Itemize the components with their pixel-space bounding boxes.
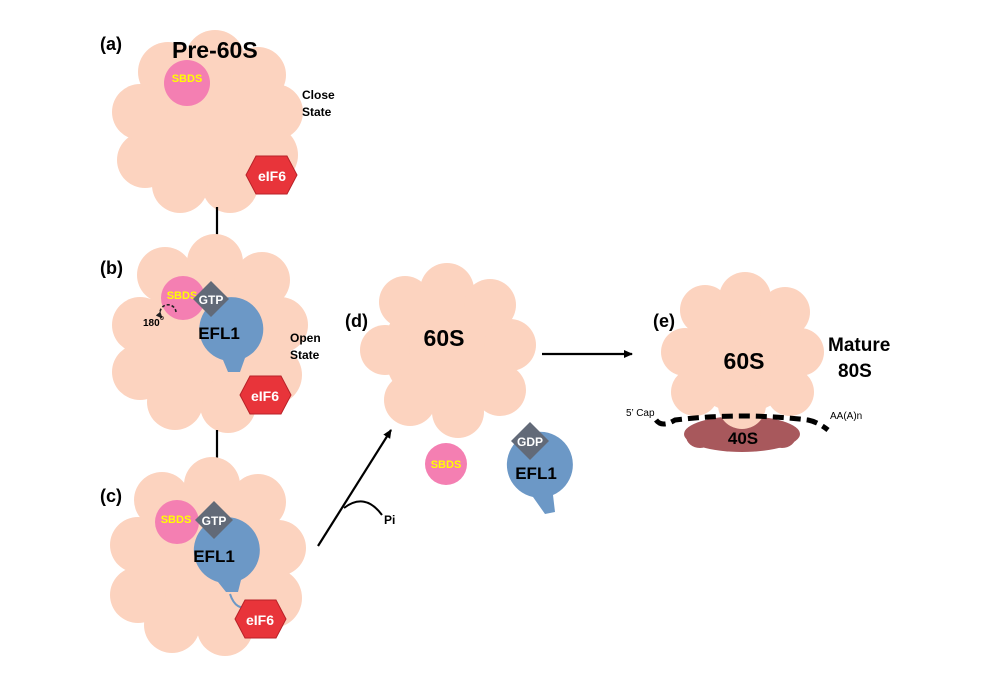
panel-a-letter: (a) [100, 34, 122, 54]
gtp-diamond [195, 501, 233, 539]
panel-b: (b) SBDS GTP EFL1 180 o eIF6 Open State [100, 234, 321, 433]
rotation-arrow-icon [155, 303, 177, 319]
state-label-line2: State [290, 348, 320, 362]
state-label-line1: Open [290, 331, 321, 345]
sbds-label: SBDS [161, 514, 192, 526]
efl1-shape [199, 297, 264, 372]
eif6-label: eIF6 [246, 612, 274, 628]
pi-release-curve [343, 500, 383, 516]
sbds-circle [161, 276, 205, 320]
mrna-dashed-line [654, 413, 830, 432]
sbds-circle [425, 443, 467, 485]
ribosome-blob [112, 30, 303, 213]
gtp-diamond [193, 281, 229, 317]
mature-label-line1: Mature [828, 335, 890, 356]
polya-label: AA(A)n [830, 411, 862, 422]
pi-label: Pi [384, 513, 395, 527]
efl1-label: EFL1 [198, 324, 240, 343]
degree-mark: o [160, 315, 164, 322]
eif6-label: eIF6 [251, 388, 279, 404]
eif6-hexagon [239, 375, 292, 415]
gtp-label: GTP [199, 293, 224, 307]
subunit-60s-label: 60S [424, 325, 465, 351]
release-arrow: Pi [317, 429, 395, 547]
large-subunit-label: 60S [724, 348, 765, 374]
sbds-label: SBDS [172, 73, 203, 85]
ribosome-blob [360, 263, 536, 438]
panel-d: (d) 60S SBDS GDP EFL1 [345, 263, 573, 514]
cap-label: 5’ Cap [626, 408, 655, 419]
state-label-line1: Close [302, 88, 335, 102]
small-subunit-label: 40S [728, 429, 758, 448]
panel-d-letter: (d) [345, 311, 368, 331]
eif6-hexagon [234, 599, 287, 639]
sbds-label: SBDS [431, 459, 462, 471]
efl1-label: EFL1 [193, 547, 235, 566]
panel-e-letter: (e) [653, 311, 675, 331]
panel-a: (a) Pre-60S SBDS eIF6 Close State [100, 30, 335, 213]
efl1-shape [193, 517, 260, 592]
panel-a-title: Pre-60S [172, 37, 258, 63]
rotation-label: 180 [143, 318, 160, 329]
mature-label-line2: 80S [838, 361, 872, 382]
panel-c: (c) SBDS GTP EFL1 eIF6 [100, 457, 306, 656]
sbds-label: SBDS [167, 290, 198, 302]
efl1-label: EFL1 [515, 464, 557, 483]
eif6-label: eIF6 [258, 168, 286, 184]
reaction-arrow-c-d [317, 429, 392, 547]
panel-c-letter: (c) [100, 486, 122, 506]
gdp-diamond [511, 422, 549, 460]
panel-e: (e) 60S 40S 5’ Cap AA(A)n Mature 80S [626, 272, 890, 452]
gtp-label: GTP [202, 514, 227, 528]
state-label-line2: State [302, 105, 332, 119]
eif6-hexagon [245, 155, 298, 195]
panel-b-letter: (b) [100, 258, 123, 278]
sbds-circle [155, 500, 199, 544]
small-subunit-40s [684, 416, 800, 452]
sbds-circle [164, 60, 210, 106]
gdp-label: GDP [517, 435, 543, 449]
